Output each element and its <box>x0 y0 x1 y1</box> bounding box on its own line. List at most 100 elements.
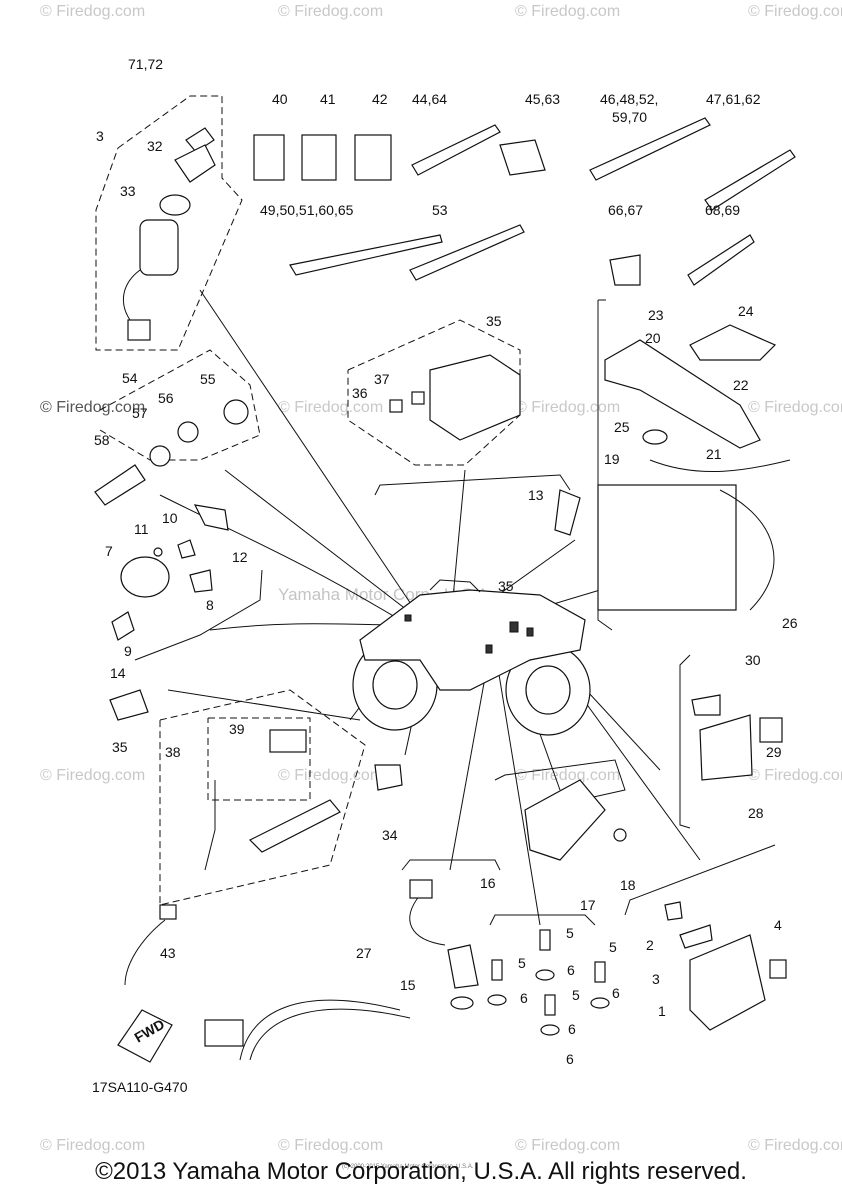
washer-6-part <box>540 1024 560 1036</box>
sensor-34-part <box>374 764 403 791</box>
callout-40: 40 <box>272 91 288 107</box>
callout-57: 57 <box>132 405 148 421</box>
callout-71-72: 71,72 <box>128 56 163 72</box>
cover-32-part <box>174 144 216 183</box>
callout-6: 6 <box>567 962 575 978</box>
callout-43: 43 <box>160 945 176 961</box>
key-part <box>185 127 215 153</box>
atv-handlebar <box>429 579 481 593</box>
harness-tube-part <box>248 799 341 853</box>
callout-5: 5 <box>609 939 617 955</box>
callout-23: 23 <box>648 307 664 323</box>
socket-55-part <box>223 399 249 425</box>
lead-43-connector <box>159 904 177 920</box>
callout-18: 18 <box>620 877 636 893</box>
callout-19: 19 <box>604 451 620 467</box>
relay-group-bracket <box>374 474 571 496</box>
callout-28: 28 <box>748 805 764 821</box>
clamp-66-part <box>609 254 641 286</box>
callout-8: 8 <box>206 597 214 613</box>
battery-cover-22-part <box>689 324 777 361</box>
cap-56-part <box>177 421 199 443</box>
watermark-layer: © Firedog.com © Firedog.com © Firedog.co… <box>40 3 842 1154</box>
callout-49-50-51-60-65: 49,50,51,60,65 <box>260 202 354 218</box>
main-switch-part <box>139 219 179 276</box>
fuse-36-part <box>389 399 403 413</box>
callout-6: 6 <box>566 1051 574 1067</box>
group-boxes <box>95 95 521 906</box>
callout-36: 36 <box>352 385 368 401</box>
regulator-bracket <box>494 759 626 801</box>
bracket-3-part <box>679 924 713 949</box>
cdi-bracket <box>624 844 776 916</box>
socket-cover-58-part <box>94 464 146 506</box>
relay-group-box <box>347 319 521 466</box>
harness-group-box <box>159 689 366 906</box>
atv-body <box>359 589 586 691</box>
bolt-bracket <box>489 914 596 926</box>
callout-labels: 71,72 3 32 33 40 41 42 44,64 45,63 46,48… <box>94 56 798 1067</box>
callout-6: 6 <box>568 1021 576 1037</box>
callout-9: 9 <box>124 643 132 659</box>
callout-41: 41 <box>320 91 336 107</box>
callout-56: 56 <box>158 390 174 406</box>
socket-group-box <box>99 349 261 461</box>
callout-5: 5 <box>572 987 580 1003</box>
nut-33-part <box>159 194 191 216</box>
fuse-37-part <box>411 391 425 405</box>
callout-24: 24 <box>738 303 754 319</box>
nut-57-part <box>149 445 171 467</box>
damper-21-part <box>642 429 668 445</box>
bolt-5-part <box>491 959 503 981</box>
callout-53: 53 <box>432 202 448 218</box>
bolt-5-part <box>539 929 551 951</box>
callout-6: 6 <box>612 985 620 1001</box>
washer-6-part <box>487 994 507 1006</box>
bolt-5-part <box>594 961 606 983</box>
callout-38: 38 <box>165 744 181 760</box>
lead-wire <box>204 780 216 871</box>
callout-58: 58 <box>94 432 110 448</box>
regulator-17-part <box>524 779 606 861</box>
callout-46-48-52: 46,48,52, <box>600 91 658 107</box>
callout-14: 14 <box>110 665 126 681</box>
plug-cap-12-part <box>193 504 229 531</box>
bolt-2-part <box>664 901 683 921</box>
fwd-arrow <box>117 1009 173 1063</box>
callout-55: 55 <box>200 371 216 387</box>
watermark: © Firedog.com <box>40 3 145 20</box>
callout-42: 42 <box>372 91 388 107</box>
callout-68-69: 68,69 <box>705 202 740 218</box>
callout-21: 21 <box>706 446 722 462</box>
atv-component-marker <box>526 627 534 637</box>
atv-component-marker <box>509 621 519 633</box>
callout-10: 10 <box>162 510 178 526</box>
parts-layer: FWD <box>94 117 796 1063</box>
fine-print: (c) 2000-2015 Yamaha Motor Corporation, … <box>342 1164 474 1170</box>
watermark: © Firedog.com <box>40 1137 145 1154</box>
watermark: © Firedog.com <box>515 399 620 416</box>
callout-22: 22 <box>733 377 749 393</box>
spark-plug-13-part <box>554 489 581 536</box>
callout-47-61-62: 47,61,62 <box>706 91 761 107</box>
relay-bracket <box>679 654 691 829</box>
callout-6: 6 <box>520 990 528 1006</box>
watermark: © Firedog.com <box>515 767 620 784</box>
atv-component-marker <box>485 644 493 654</box>
callout-11: 11 <box>134 521 149 537</box>
leader-58-to-atv <box>159 494 401 621</box>
callout-54: 54 <box>122 370 138 386</box>
cable-tie-46-part <box>589 117 711 181</box>
atv-rear-hub <box>525 665 571 715</box>
callout-5: 5 <box>518 955 526 971</box>
starter-relay-35-part <box>429 354 521 441</box>
switch-wire <box>122 269 141 321</box>
sensor-14-part <box>109 689 149 721</box>
relay-40-part <box>253 134 285 181</box>
o-ring-part <box>450 996 474 1010</box>
callout-44-64: 44,64 <box>412 91 447 107</box>
copyright-notice: ©2013 Yamaha Motor Corporation, U.S.A. A… <box>95 1158 747 1185</box>
bolt-30-part <box>691 694 721 716</box>
callout-17: 17 <box>580 897 596 913</box>
